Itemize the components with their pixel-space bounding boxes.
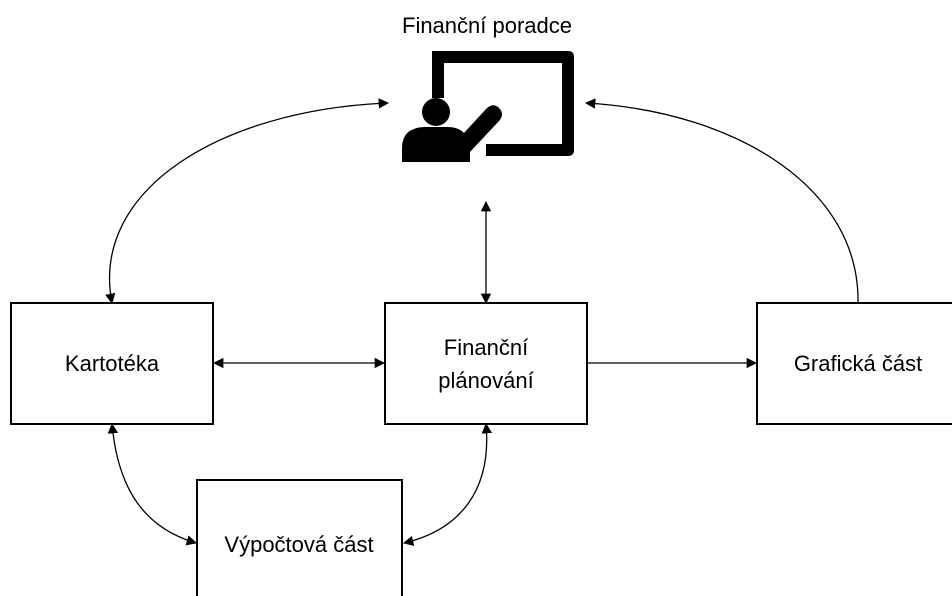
presenter-at-board-icon: [402, 51, 574, 162]
node-financni-planovani-line2: plánování: [438, 368, 533, 393]
node-graficka-cast-label: Grafická část: [794, 351, 922, 376]
edge-kartoteka-advisor: [105, 98, 390, 305]
advisor-label: Finanční poradce: [402, 13, 572, 38]
node-kartoteka-label: Kartotéka: [65, 351, 160, 376]
edge-planovani-vypoctova: [402, 422, 493, 546]
edge-kartoteka-vypoctova: [107, 422, 197, 546]
edge-graficka-advisor: [584, 98, 859, 304]
node-financni-planovani-line1: Finanční: [444, 335, 528, 360]
node-vypoctova-cast-label: Výpočtová část: [224, 532, 373, 557]
node-graficka-cast: Grafická část: [756, 302, 952, 425]
node-financni-planovani: Finanční plánování: [384, 302, 588, 425]
node-kartoteka: Kartotéka: [10, 302, 214, 425]
node-vypoctova-cast: Výpočtová část: [196, 479, 403, 596]
